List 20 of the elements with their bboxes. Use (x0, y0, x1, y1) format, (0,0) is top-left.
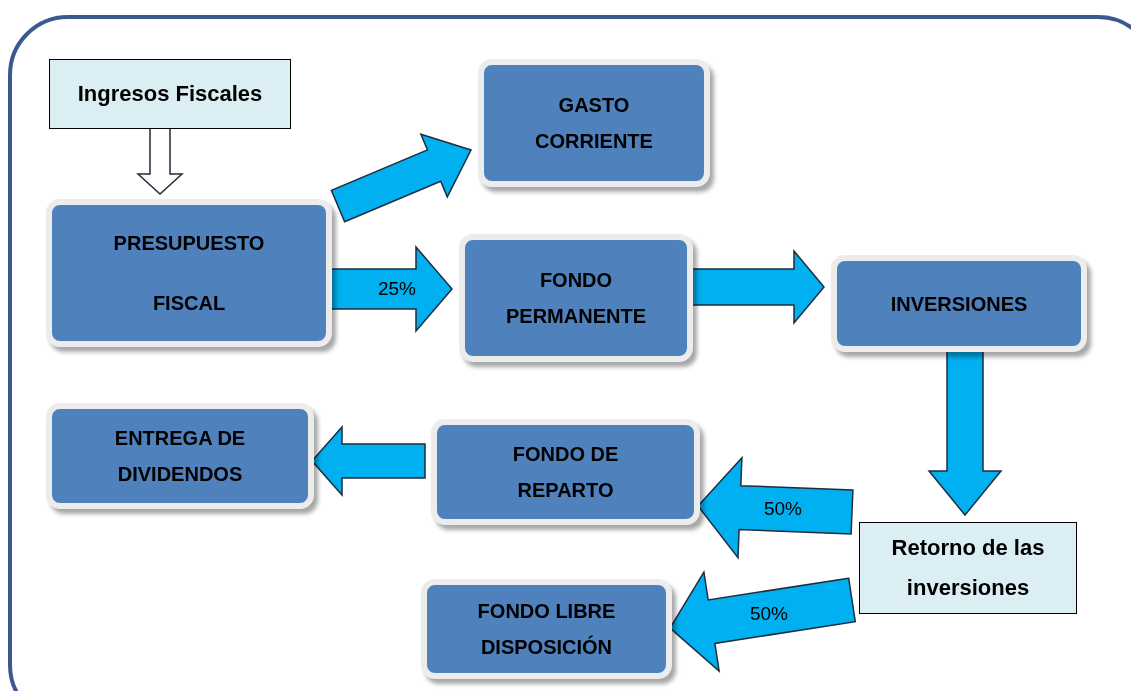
edge-label: 50% (750, 601, 788, 626)
process-box: INVERSIONES (831, 255, 1087, 352)
block-arrow (329, 244, 453, 334)
block-arrow (311, 425, 426, 497)
block-arrow (669, 570, 857, 673)
edge-label: 25% (378, 276, 416, 301)
process-box: ENTREGA DE DIVIDENDOS (46, 403, 314, 509)
text-box: Ingresos Fiscales (49, 59, 291, 129)
process-box: FONDO PERMANENTE (459, 234, 693, 362)
process-box: PRESUPUESTO FISCAL (46, 199, 332, 347)
text-box: Retorno de las inversiones (859, 522, 1077, 614)
block-arrow (690, 248, 825, 326)
block-arrow (927, 349, 1003, 517)
block-arrow (697, 455, 854, 560)
process-box: FONDO LIBRE DISPOSICIÓN (421, 579, 672, 679)
block-arrow (330, 133, 473, 223)
edge-label: 50% (764, 496, 802, 521)
rounded-frame (8, 15, 1131, 691)
process-box: GASTO CORRIENTE (478, 59, 710, 187)
process-box: FONDO DE REPARTO (431, 419, 700, 525)
